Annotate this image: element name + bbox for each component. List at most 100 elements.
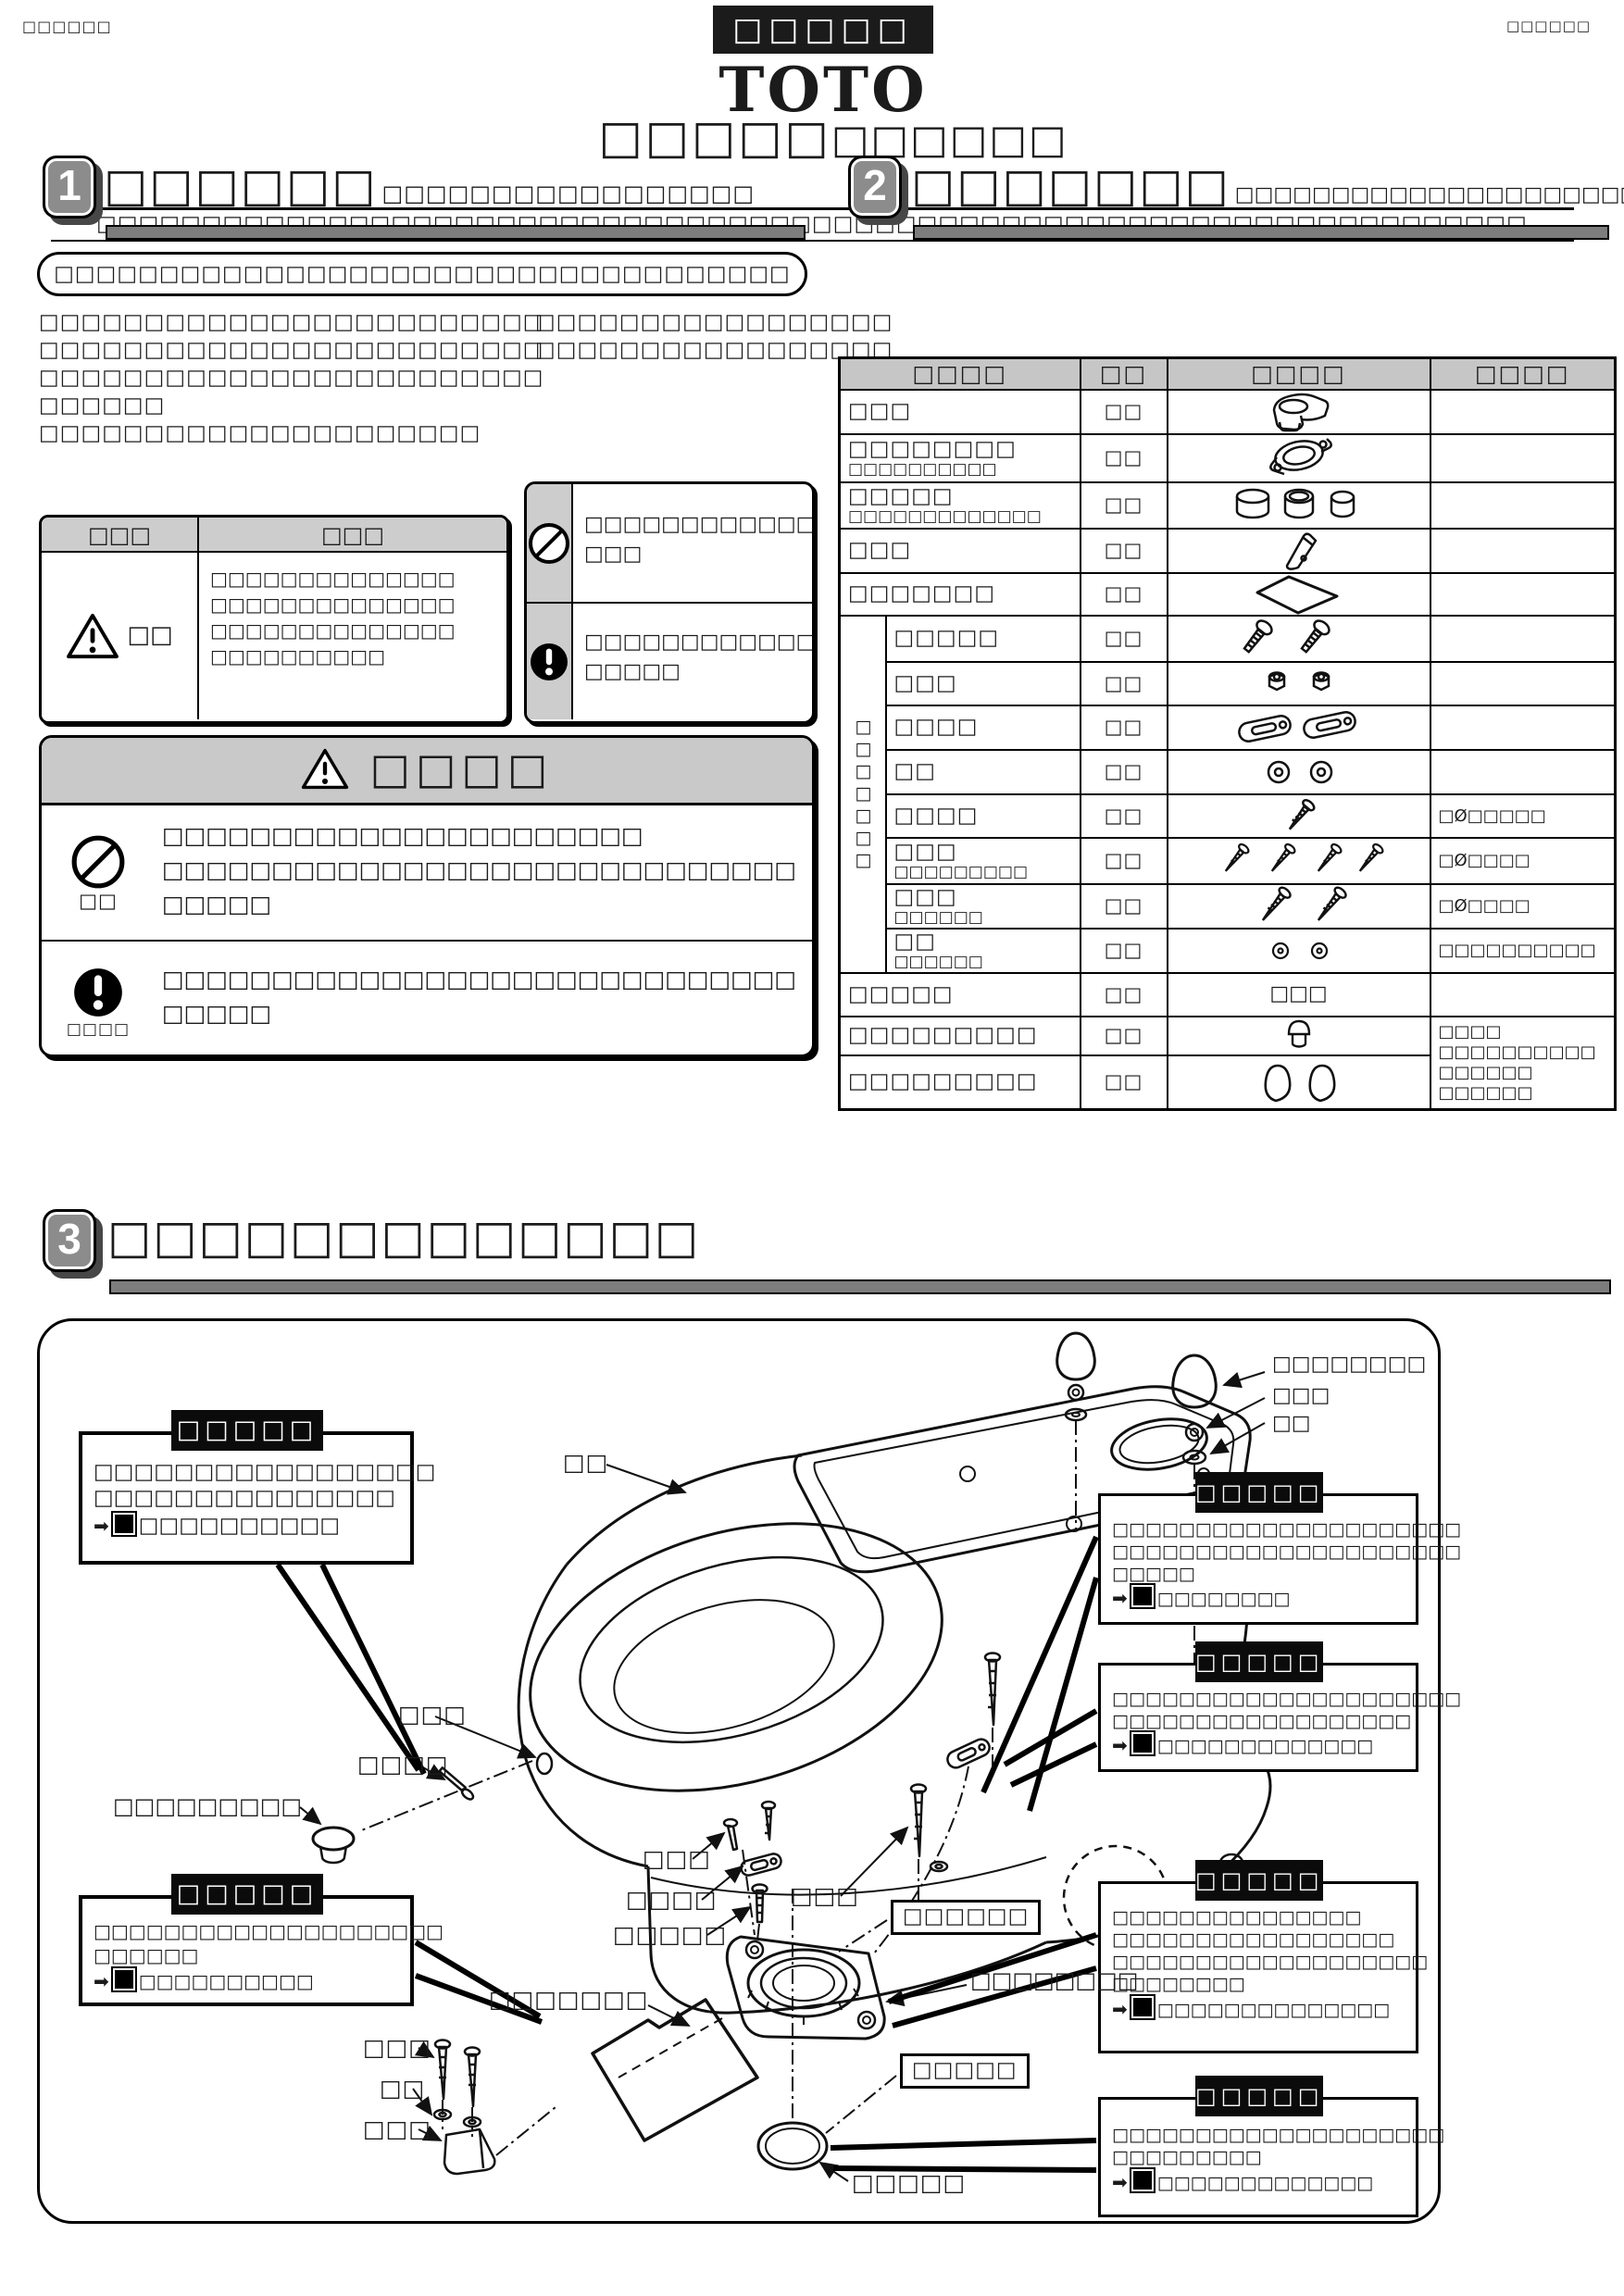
label-wedge: □□□: [363, 2115, 431, 2142]
parts-table-wrap: □□□□ □□ □□□□ □□□□ □□□ □□ □□□□□□□□□□□□□□□…: [838, 356, 1618, 1111]
prohibition-caption: □□: [79, 889, 118, 912]
symbol-meaning-table: □□□ □□□ □□ □□□□□□□□□□□□□□ □□□□□□□□□□□□□□…: [39, 515, 509, 724]
doc-type-badge: □□□□□: [713, 6, 933, 54]
para-left-3: □□□□□□□□□□□□□□□□□□□□□□□□: [39, 366, 544, 390]
callout-ref: ➡□□□□□□□□□□: [94, 1966, 401, 1995]
flange-figure-icon: [1268, 438, 1332, 476]
meaning-line: □□□□□□□□□□□□□□: [210, 568, 456, 590]
header-rule-bottom: [51, 240, 1574, 242]
callout-step-2: □□□□□ □□□□□□□□□□□□□□□□□□□□□ □□□□□□□□□□□□…: [1098, 1641, 1461, 1772]
caution-title: □□□□: [369, 743, 554, 793]
callout-line: □□□□□□□□□□□□□□□□□□□: [1112, 1952, 1429, 1972]
para-right-2: □□□□□□□□□□□□□□□□□: [535, 338, 893, 362]
step-badge-2: 2: [848, 156, 902, 218]
gasket-figure-icon: [1235, 488, 1355, 519]
screw-figure-icon: [1288, 798, 1315, 830]
part-qty: □□: [1079, 705, 1168, 751]
part-qty: □□: [1079, 433, 1168, 483]
part-name-sub: □□□□□□□□□□: [848, 460, 997, 480]
mandatory-icon: [531, 643, 568, 680]
part-remark: □Ø□□□□: [1438, 851, 1530, 870]
part-qty: □□: [1079, 1054, 1168, 1110]
caution-box: □□□□ □□ □□□□□□□□□□□□□□□□□□□□□□ □□□□□□□□□…: [39, 735, 815, 1057]
callout-ref: ➡□□□□□□□□□□: [94, 1511, 401, 1541]
col-header-remark: □□□□: [1429, 356, 1617, 391]
ref-section-icon: [1129, 1730, 1156, 1756]
section1-title-main: □□□□□□: [104, 158, 378, 212]
caution-line: □□□□□□□□□□□□□□□□□□□□□□□□□□□□□: [162, 856, 796, 883]
ref-section-icon: [1129, 1994, 1156, 2020]
part-remark: □Ø□□□□: [1438, 896, 1530, 916]
table-row: □□□□□□□□□□□□□□□□□□ □□: [838, 481, 1617, 530]
part-qty: □□: [1079, 837, 1168, 885]
callout-step-3: □□□□□ □□□□□□□□□□□□□□□ □□□□□□□□□□□□□□□□□ …: [1098, 1860, 1429, 2053]
callout-line: □□□□□□: [94, 1944, 199, 1966]
part-qty: □□: [1079, 972, 1168, 1017]
table-row: □□□□□□□□ □□ □□□□□□□□□□: [840, 928, 1617, 974]
ref-section-icon: [110, 1966, 137, 1992]
table-row: □□□ □□: [838, 389, 1617, 435]
cap-figure-icon: [1287, 1019, 1310, 1048]
part-name: □□□□: [893, 803, 979, 828]
label-decorative-screw: □□□□: [357, 1751, 449, 1778]
part-qty: □□: [1079, 1016, 1168, 1056]
callout-line: □□□□□□□□□□□□□□□□□□□□: [1112, 2125, 1445, 2145]
label-washer: □□: [1272, 1412, 1311, 1435]
part-remark: □□□□□□□□□□: [1438, 941, 1596, 960]
callout-line: □□□□□□□□□□□□□□□□□□: [1112, 1711, 1412, 1731]
caution-prohibition-text: □□□□□□□□□□□□□□□□□□□□□□ □□□□□□□□□□□□□□□□□…: [155, 805, 812, 940]
table-row: □□□ □□: [840, 661, 1617, 706]
label-drain-socket: □□□□□□: [891, 1900, 1042, 1935]
col-header-figure: □□□□: [1166, 356, 1431, 391]
warning-triangle-icon: [67, 613, 119, 659]
label-nut: □□□: [1272, 1384, 1330, 1407]
small-washer-figure-icon: [1271, 942, 1328, 960]
callout-tab: □□□□□: [1195, 1860, 1323, 1901]
callout-ref: ➡□□□□□□□□□□□□□□: [1112, 1994, 1408, 2024]
ref-section-icon: [110, 1511, 137, 1537]
part-remark: □□□□□□□□□□: [1438, 1042, 1596, 1062]
part-name-sub: □□□□□□: [893, 953, 983, 972]
parts-table-header: □□□□ □□ □□□□ □□□□: [838, 356, 1617, 391]
doc-code-right: □□□□□□: [1505, 18, 1591, 34]
part-remark: □Ø□□□□□: [1438, 805, 1546, 826]
ref-arrow-icon: ➡: [94, 1970, 109, 1992]
caution-mandatory-cell: □□□□: [42, 942, 155, 1054]
header-rule-top: [51, 207, 1574, 210]
part-name: □□□: [848, 538, 912, 563]
caps2-figure-icon: [1263, 1064, 1336, 1103]
part-qty: □□: [1079, 615, 1168, 663]
part-name: □□□□: [893, 715, 979, 740]
meaning-line: □□□□□□□□□□□□□□: [210, 619, 456, 642]
ref-text: □□□□□□□□□□□□□: [1156, 2173, 1374, 2193]
table-row: □□□□□□□□□ □□: [838, 1054, 1616, 1110]
symbol-caption: □□: [127, 621, 173, 650]
meaning-col-header: □□□: [199, 518, 506, 553]
symbol-table-header: □□□ □□□: [42, 518, 506, 553]
ref-arrow-icon: ➡: [1112, 1734, 1128, 1756]
part-qty: □□: [1079, 928, 1168, 974]
part-qty: □□: [1079, 749, 1168, 795]
para-left-1: □□□□□□□□□□□□□□□□□□□□□□□□: [39, 310, 544, 334]
callout-ref: ➡□□□□□□□□□□□□□: [1112, 2167, 1408, 2197]
label-wood-screw: □□□: [363, 2034, 431, 2061]
part-name: □□□□□: [893, 626, 1000, 651]
info-line: □□□□□□□□□□□□□: [584, 630, 815, 654]
section1-notice-pill: □□□□□□□□□□□□□□□□□□□□□□□□□□□□□□□□□□□: [37, 252, 807, 296]
table-row: □□□□□□□ □□□□□ □□: [838, 615, 1617, 974]
ref-section-icon: [1129, 2167, 1156, 2193]
callout-line: □□□□□: [1112, 1564, 1195, 1584]
doc-code-left: □□□□□□: [22, 18, 112, 35]
washer-figure-icon: [1267, 760, 1332, 784]
table-row: □□□□□ □□ □□□: [838, 972, 1617, 1017]
plate-figure-icon: [1237, 711, 1356, 742]
page-title: □□□□□□□□□□□: [500, 111, 1167, 163]
prohibition-icon: [71, 835, 125, 889]
part-remark: □□□□□□: [1438, 1062, 1533, 1082]
callout-step-4: □□□□□ □□□□□□□□□□□□□□□□□□□□ □□□□□□□□□ ➡□□…: [1098, 2076, 1445, 2217]
callout-line: □□□□□□□□: [1112, 1974, 1245, 1994]
ref-arrow-icon: ➡: [1112, 1587, 1128, 1609]
label-right-screw: □□□: [791, 1882, 859, 1909]
